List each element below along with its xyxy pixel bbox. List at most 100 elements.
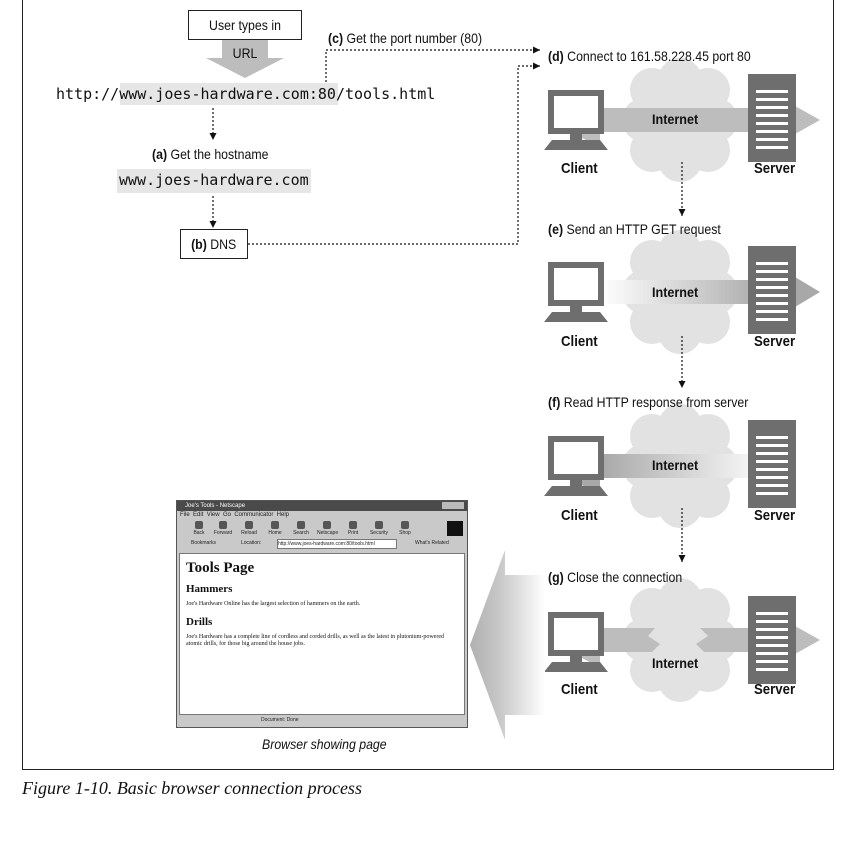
status-text: Document: Done bbox=[261, 717, 299, 723]
hostname-text: www.joes-hardware.com bbox=[119, 171, 309, 189]
internet-label-e: Internet bbox=[652, 284, 699, 300]
toolbar-search: Search bbox=[291, 521, 311, 536]
server-label-e: Server bbox=[754, 333, 796, 350]
menu-view: View bbox=[206, 512, 220, 518]
step-f-text: Read HTTP response from server bbox=[563, 394, 749, 410]
step-b-letter: (b) bbox=[191, 236, 208, 252]
toolbar-reload-label: Reload bbox=[241, 530, 257, 536]
toolbar-security-label: Security bbox=[369, 530, 389, 536]
browser-title-bar: Joe's Tools - Netscape bbox=[177, 501, 467, 511]
hostname-highlight-2 bbox=[117, 169, 311, 193]
server-label-g: Server bbox=[754, 681, 796, 698]
whats-related-label: What's Related bbox=[415, 540, 449, 546]
step-c-text: Get the port number (80) bbox=[346, 30, 483, 46]
toolbar-home-label: Home bbox=[268, 530, 282, 536]
step-a-text: Get the hostname bbox=[170, 146, 269, 162]
url-path: /tools.html bbox=[335, 85, 436, 103]
toolbar-forward-label: Forward bbox=[213, 530, 233, 536]
search-icon bbox=[297, 521, 305, 529]
step-d-label: (d) Connect to 161.58.228.45 port 80 bbox=[548, 48, 751, 64]
browser-location-bar: Bookmarks Location: http://www.joes-hard… bbox=[177, 538, 467, 549]
toolbar-security: Security bbox=[369, 521, 389, 536]
step-f-graphic bbox=[544, 404, 796, 528]
menu-communicator: Communicator bbox=[234, 512, 274, 518]
toolbar-back-label: Back bbox=[193, 530, 205, 536]
window-controls-icon bbox=[442, 502, 464, 509]
toolbar-forward: Forward bbox=[213, 521, 233, 536]
step-g-letter: (g) bbox=[548, 569, 564, 585]
section-text-hammers: Joe's Hardware Online has the largest se… bbox=[186, 601, 361, 607]
url-text: http://www.joes-hardware.com:80/tools.ht… bbox=[56, 85, 435, 103]
input-arrow bbox=[206, 40, 284, 78]
toolbar-shop: Shop bbox=[395, 521, 415, 536]
reload-icon bbox=[245, 521, 253, 529]
client-label-e: Client bbox=[561, 333, 598, 350]
user-types-box: User types in URL bbox=[188, 10, 302, 61]
security-icon bbox=[375, 521, 383, 529]
client-label-d: Client bbox=[561, 160, 598, 177]
netscape-icon bbox=[323, 521, 331, 529]
browser-window-title: Joe's Tools - Netscape bbox=[185, 503, 246, 509]
browser-menu-bar: File Edit View Go Communicator Help bbox=[177, 511, 467, 520]
internet-label-d: Internet bbox=[652, 111, 699, 127]
toolbar-back: Back bbox=[189, 521, 209, 536]
hostname-highlight bbox=[120, 83, 316, 105]
url-port: 80 bbox=[317, 85, 336, 103]
server-label-f: Server bbox=[754, 507, 796, 524]
user-types-label: User types in URL bbox=[209, 17, 281, 61]
step-g-graphic bbox=[544, 578, 820, 702]
url-scheme: http:// bbox=[56, 85, 120, 103]
shop-icon bbox=[401, 521, 409, 529]
browser-caption: Browser showing page bbox=[262, 736, 387, 752]
menu-help: Help bbox=[276, 512, 290, 518]
url-colon: : bbox=[308, 85, 318, 103]
step-e-label: (e) Send an HTTP GET request bbox=[548, 221, 721, 237]
step-a-label: (a) Get the hostname bbox=[152, 146, 268, 162]
section-heading-hammers: Hammers bbox=[186, 583, 233, 595]
step-c-label: (c) Get the port number (80) bbox=[328, 30, 482, 46]
client-label-f: Client bbox=[561, 507, 598, 524]
step-d-text: Connect to 161.58.228.45 port 80 bbox=[567, 48, 751, 64]
step-f-label: (f) Read HTTP response from server bbox=[548, 394, 748, 410]
port-to-connect-line bbox=[325, 46, 540, 82]
url-host: www.joes-hardware.com bbox=[119, 85, 309, 103]
toolbar-netscape-label: Netscape bbox=[317, 530, 339, 536]
internet-label-g: Internet bbox=[652, 655, 699, 671]
port-highlight bbox=[316, 83, 338, 105]
toolbar-print-label: Print bbox=[347, 530, 359, 536]
section-text-drills: Joe's Hardware has a complete line of co… bbox=[186, 634, 445, 647]
browser-toolbar: Back Forward Reload Home Search Netscape… bbox=[177, 520, 467, 538]
toolbar-netscape: Netscape bbox=[317, 521, 339, 536]
bookmarks-label: Bookmarks bbox=[191, 540, 217, 546]
print-icon bbox=[349, 521, 357, 529]
home-icon bbox=[271, 521, 279, 529]
browser-content: Tools Page Hammers Joe's Hardware Online… bbox=[179, 553, 465, 715]
toolbar-reload: Reload bbox=[239, 521, 259, 536]
figure-frame bbox=[22, 0, 834, 770]
step-a-letter: (a) bbox=[152, 146, 168, 162]
toolbar-print: Print bbox=[343, 521, 363, 536]
client-label-g: Client bbox=[561, 681, 598, 698]
dns-box: (b) DNS bbox=[180, 229, 248, 259]
step-c-letter: (c) bbox=[328, 30, 344, 46]
step-d-graphic bbox=[544, 58, 820, 182]
internet-label-f: Internet bbox=[652, 457, 699, 473]
back-icon bbox=[195, 521, 203, 529]
figure-caption: Figure 1-10. Basic browser connection pr… bbox=[22, 778, 362, 798]
step-e-text: Send an HTTP GET request bbox=[566, 221, 721, 237]
menu-go: Go bbox=[222, 512, 231, 518]
step-g-label: (g) Close the connection bbox=[548, 569, 682, 585]
step-b-text: DNS bbox=[210, 236, 237, 252]
toolbar-search-label: Search bbox=[293, 530, 309, 536]
section-heading-drills: Drills bbox=[186, 616, 213, 628]
toolbar-shop-label: Shop bbox=[399, 530, 411, 536]
location-url: http://www.joes-hardware.com:80/tools.ht… bbox=[277, 539, 397, 549]
menu-file: File bbox=[180, 512, 190, 518]
browser-status-bar: Document: Done bbox=[179, 715, 465, 725]
toolbar-home: Home bbox=[265, 521, 285, 536]
menu-edit: Edit bbox=[193, 512, 204, 518]
step-g-text: Close the connection bbox=[567, 569, 683, 585]
step-d-letter: (d) bbox=[548, 48, 564, 64]
step-e-letter: (e) bbox=[548, 221, 564, 237]
location-label: Location: bbox=[241, 540, 262, 546]
